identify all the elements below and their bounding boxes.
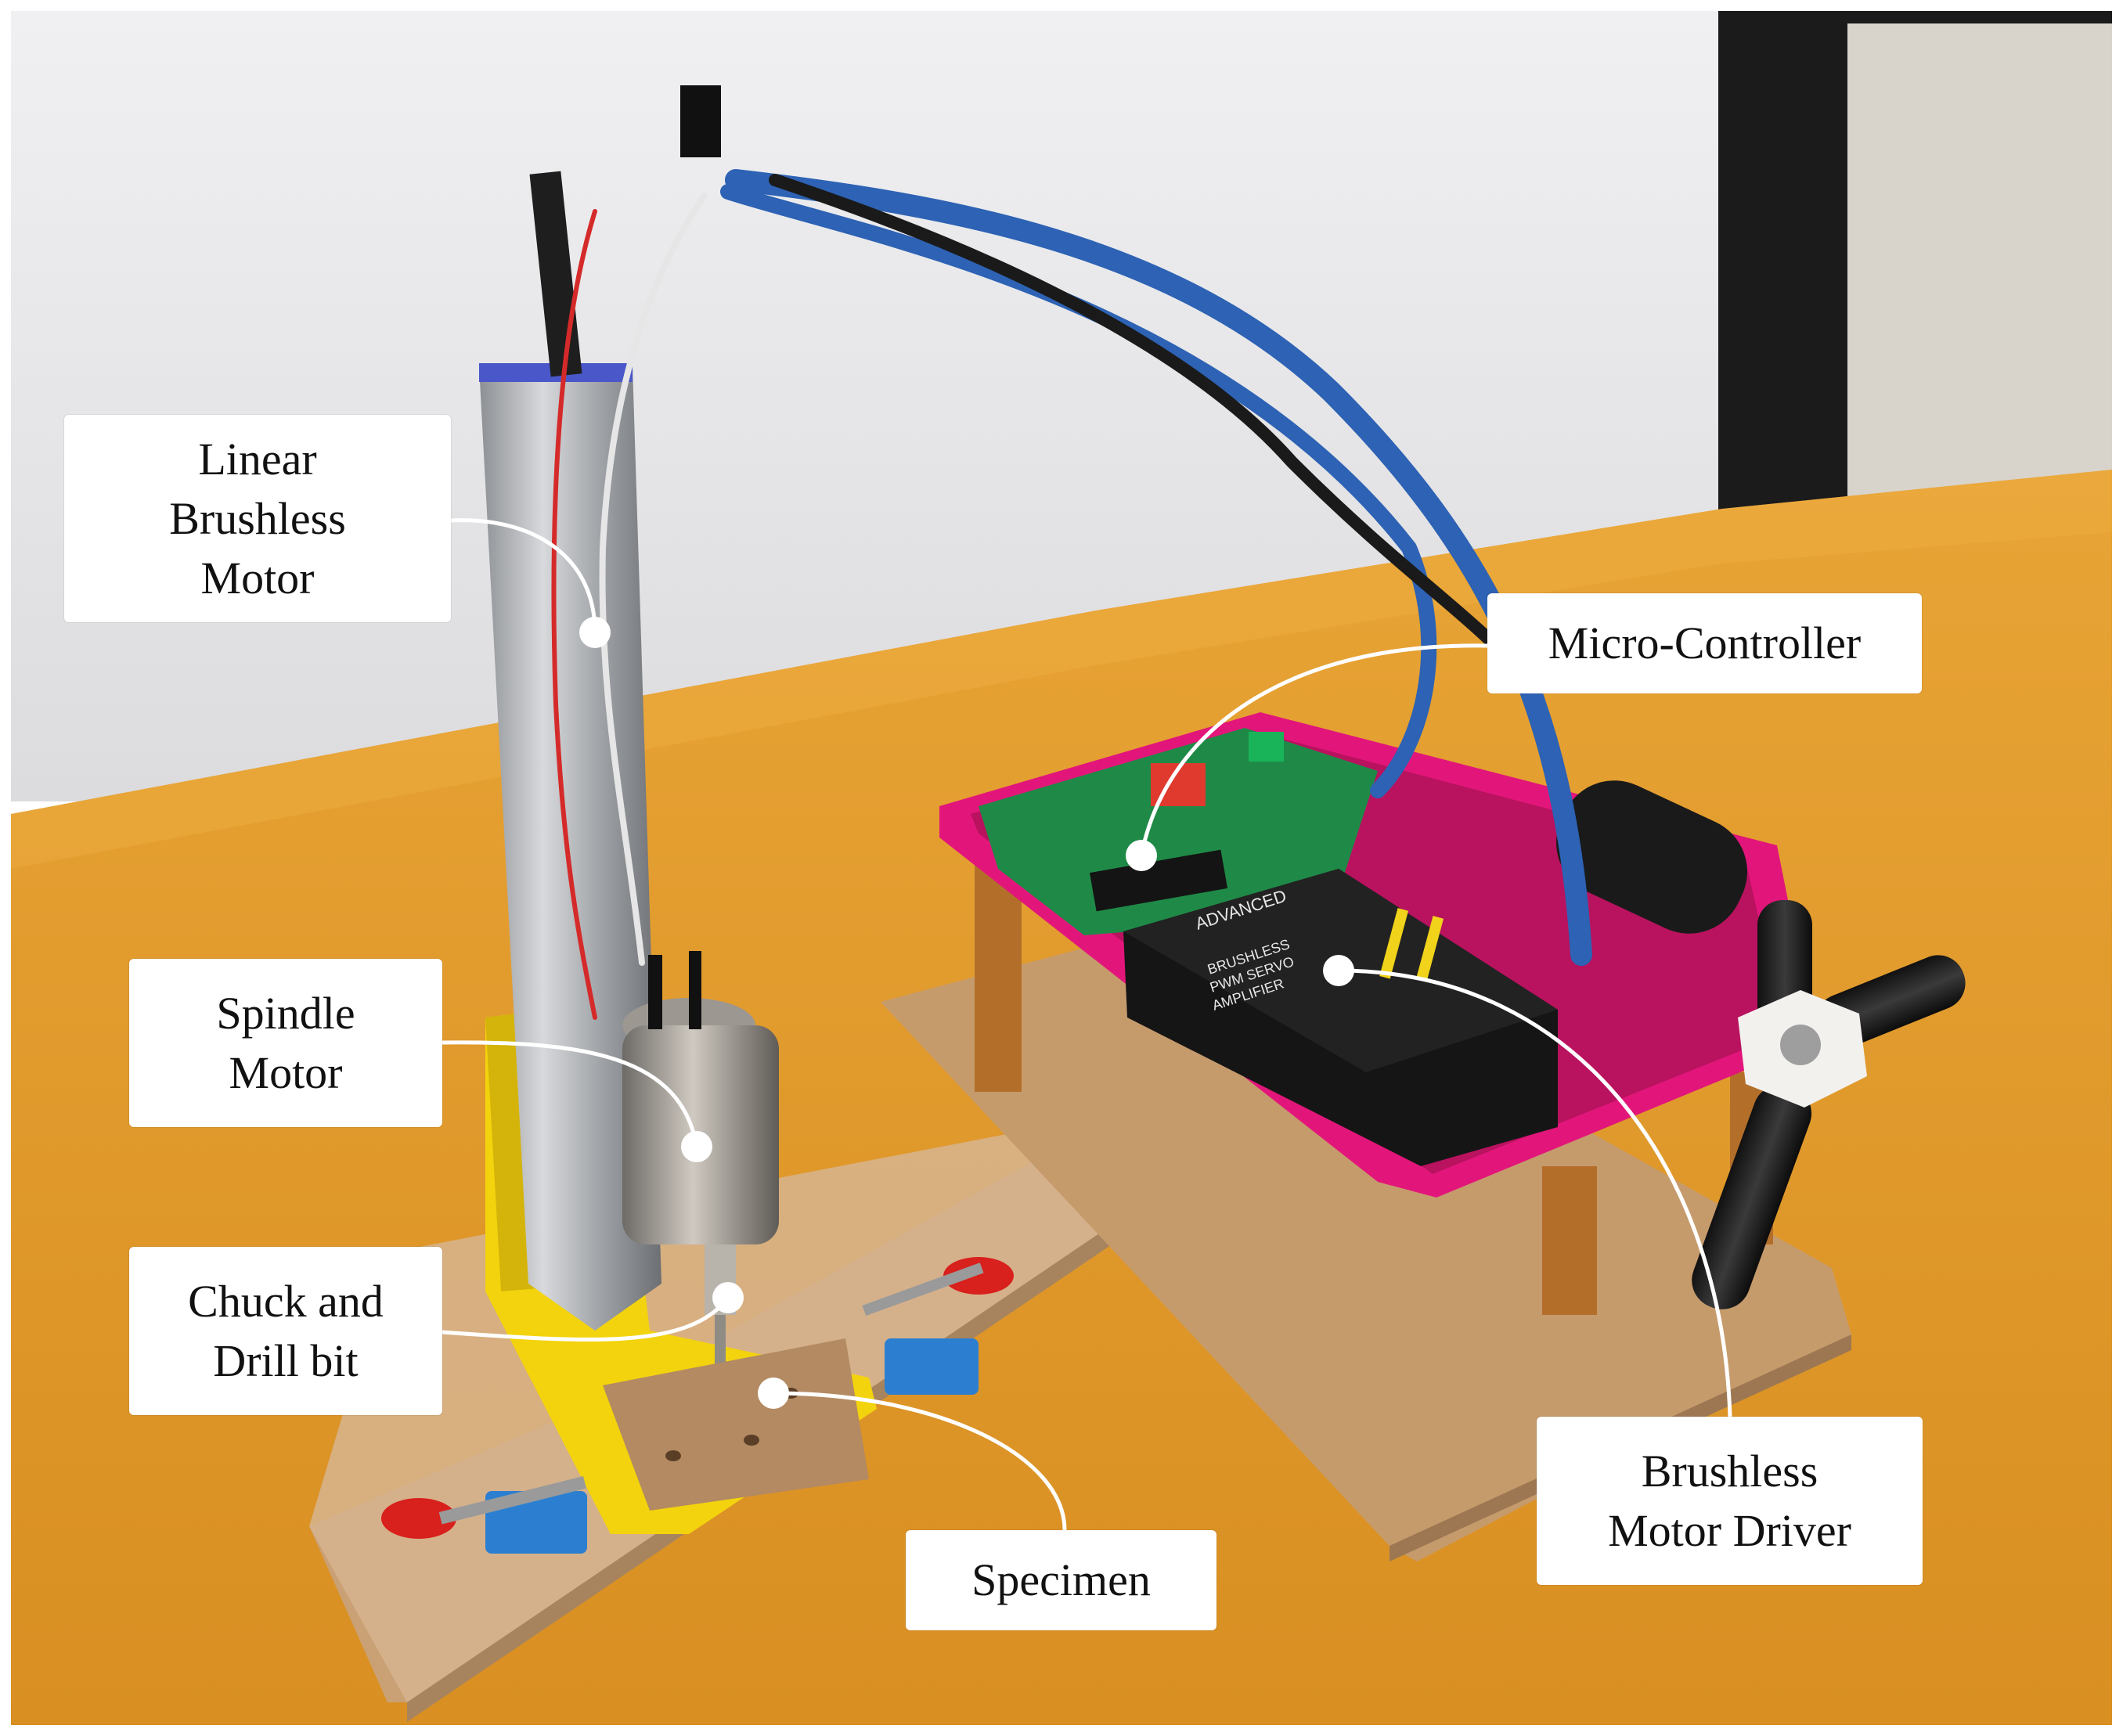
dot-driver	[1323, 955, 1354, 986]
label-micro-controller: Micro-Controller	[1487, 593, 1922, 693]
leader-micro-controller	[1139, 643, 1488, 856]
dot-spindle	[681, 1131, 712, 1162]
leader-chuck	[442, 1296, 730, 1342]
label-line: Micro-Controller	[1548, 618, 1862, 668]
clamp-right-handle	[943, 1257, 1014, 1295]
yellow-wires-2	[1416, 916, 1444, 979]
leg-front-right	[1542, 1166, 1597, 1315]
label-chuck-and-drill-bit: Chuck and Drill bit	[129, 1247, 442, 1415]
label-linear-brushless-motor: Linear Brushless Motor	[64, 415, 451, 622]
label-line: Motor Driver	[1608, 1504, 1851, 1556]
dot-chuck	[712, 1282, 744, 1313]
leader-specimen	[773, 1391, 1067, 1531]
micro-controller-chip	[1089, 849, 1228, 912]
clamp-right-base	[885, 1338, 979, 1395]
cable-red-white	[599, 193, 708, 966]
yellow-wires	[1379, 908, 1409, 979]
battery-cylinder	[1556, 780, 1747, 934]
label-line: Motor	[200, 552, 315, 603]
leader-linear-motor	[450, 518, 597, 633]
linear-motor-column	[479, 366, 661, 1331]
spindle-wire-2	[689, 951, 701, 1029]
pcb-connector-green	[1249, 732, 1284, 762]
label-line: Chuck and	[188, 1275, 384, 1327]
label-spindle-motor: Spindle Motor	[129, 959, 442, 1127]
doorway-light	[1847, 23, 2112, 509]
dot-linear-motor	[579, 617, 611, 648]
pcb-board	[979, 728, 1378, 935]
label-line: Spindle	[216, 987, 355, 1039]
clamp-left-arm	[438, 1476, 586, 1525]
cable-black	[769, 174, 1533, 687]
label-line: Drill bit	[213, 1334, 359, 1386]
leader-dots	[579, 617, 1354, 1409]
label-specimen: Specimen	[906, 1530, 1216, 1630]
label-line: Linear	[198, 433, 317, 484]
label-brushless-motor-driver: Brushless Motor Driver	[1537, 1417, 1923, 1585]
cable-blue-2	[720, 184, 1437, 798]
dot-micro-controller	[1126, 840, 1157, 871]
cable-blue	[725, 169, 1592, 966]
label-line: Motor	[229, 1046, 343, 1098]
label-line: Brushless	[1641, 1445, 1818, 1496]
knob-hub-bolt	[1780, 1025, 1821, 1065]
clamp-right-arm	[862, 1262, 984, 1316]
clamp-left-handle	[381, 1498, 456, 1539]
specimen-hole-2	[744, 1435, 759, 1446]
leg-front-left	[975, 857, 1022, 1092]
leader-spindle	[442, 1040, 699, 1147]
dot-specimen	[758, 1378, 789, 1409]
leader-driver	[1338, 968, 1732, 1417]
right-base-board	[881, 916, 1851, 1561]
cable-red	[551, 209, 597, 1020]
label-line: Brushless	[169, 492, 346, 544]
knob-handle-bottom	[1692, 1084, 1812, 1309]
cables	[551, 85, 1592, 1020]
label-line: Specimen	[971, 1554, 1151, 1605]
leader-lines	[442, 518, 1732, 1531]
connector-plug	[680, 85, 721, 157]
specimen-hole-1	[665, 1450, 681, 1461]
specimen-block	[603, 1338, 869, 1511]
spindle-wire	[648, 955, 662, 1029]
